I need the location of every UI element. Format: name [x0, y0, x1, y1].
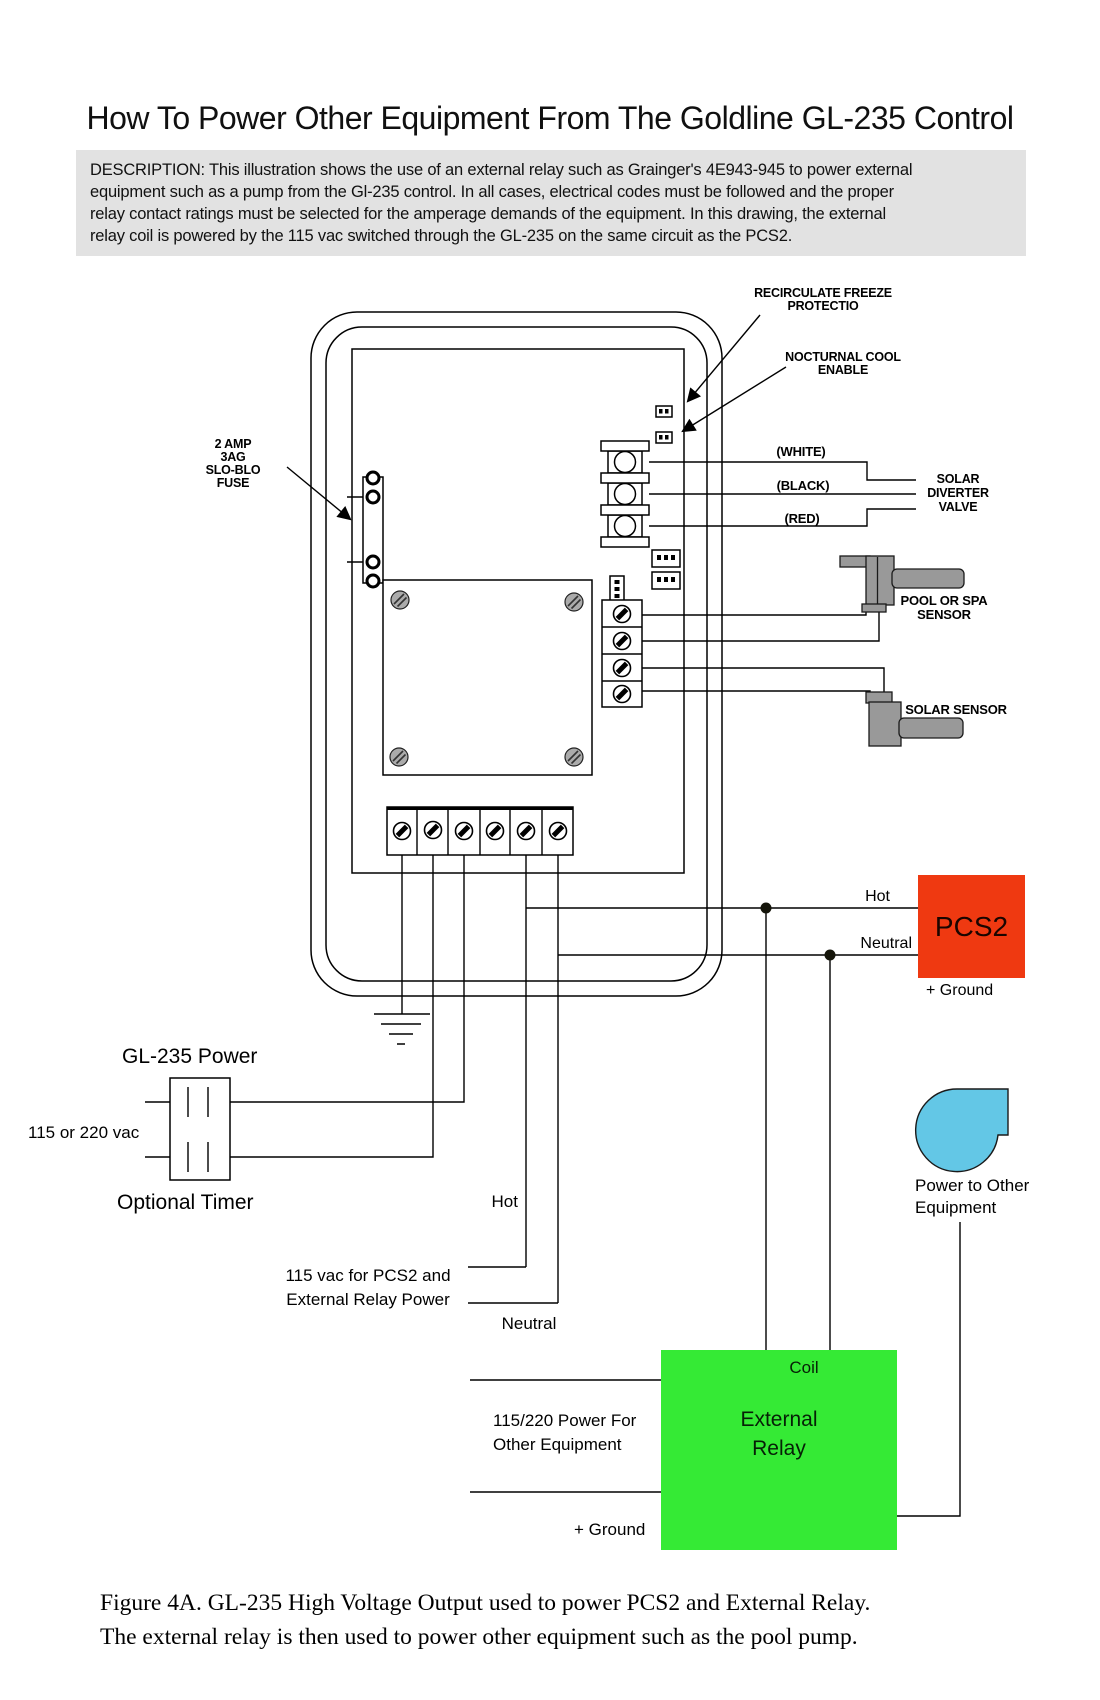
- solar-diverter-valve-label-line: SOLAR: [937, 472, 980, 486]
- power-terminal-block: [386, 806, 574, 856]
- description-line: equipment such as a pump from the Gl-235…: [90, 183, 894, 201]
- wire-white-label: (WHITE): [776, 444, 825, 459]
- vac-pcs2-label-line: 115 vac for PCS2 and: [285, 1266, 450, 1285]
- external-relay-label: External Relay: [661, 1405, 897, 1463]
- junction-dot-hot: [760, 902, 772, 914]
- transformer-block: [382, 579, 593, 776]
- pump-shape: [914, 1088, 1009, 1173]
- valve-terminal-stack: [600, 440, 650, 548]
- description-box: DESCRIPTION: This illustration shows the…: [76, 150, 1026, 256]
- nocturnal-label-line: NOCTURNAL COOL: [785, 350, 901, 364]
- wire-black-label: (BLACK): [777, 478, 830, 493]
- vac-pcs2-label-line: External Relay Power: [286, 1290, 450, 1309]
- wire-paths: [145, 461, 961, 1517]
- power-for-label-line: Other Equipment: [493, 1435, 622, 1454]
- gl235-power-label: GL-235 Power: [122, 1045, 257, 1068]
- solar-diverter-valve-label-line: DIVERTER: [927, 486, 989, 500]
- nocturnal-label-line: ENABLE: [818, 363, 868, 377]
- wire-red-label: (RED): [784, 511, 819, 526]
- caption-line: The external relay is then used to power…: [100, 1624, 858, 1650]
- wires: [145, 461, 961, 1517]
- ground-label-bottom: + Ground: [574, 1520, 645, 1539]
- recirculate-label-line: PROTECTIO: [787, 299, 859, 313]
- pcs2-box: PCS2: [918, 875, 1025, 978]
- description-line: DESCRIPTION: This illustration shows the…: [90, 161, 913, 179]
- caption-line: Figure 4A. GL-235 High Voltage Output us…: [100, 1590, 871, 1616]
- power-other-label-line: Equipment: [915, 1198, 997, 1217]
- nocturnal-jumper: [655, 431, 673, 444]
- pcs2-label: PCS2: [934, 910, 1009, 942]
- recirculate-jumper: [655, 405, 673, 418]
- description-line: relay coil is powered by the 115 vac swi…: [90, 227, 793, 245]
- fuse-label-line: 3AG: [220, 450, 245, 464]
- ground-symbol: [374, 1013, 430, 1045]
- hot-label-bottom: Hot: [492, 1192, 519, 1211]
- solar-diverter-valve-label-line: VALVE: [939, 500, 978, 514]
- sensor-terminal-block: [601, 599, 643, 708]
- description-line: relay contact ratings must be selected f…: [90, 205, 886, 223]
- vac-label: 115 or 220 vac: [28, 1123, 140, 1142]
- fuse-arrow: [286, 466, 352, 521]
- pool-spa-sensor: [839, 555, 965, 613]
- optional-timer-box: [169, 1077, 231, 1181]
- optional-timer-label: Optional Timer: [117, 1191, 254, 1214]
- external-relay-label-line: Relay: [752, 1437, 806, 1460]
- power-other-label-line: Power to Other: [915, 1176, 1030, 1195]
- fuse-label-line: FUSE: [217, 476, 250, 490]
- pool-sensor-label-line: POOL OR SPA: [901, 593, 989, 608]
- ground-label-top: + Ground: [926, 982, 993, 999]
- fuse-label: 2 AMP 3AG SLO-BLO FUSE: [206, 437, 352, 521]
- config-jumpers: [609, 549, 681, 603]
- coil-label: Coil: [789, 1358, 819, 1377]
- junction-dot-neutral: [824, 949, 836, 961]
- nocturnal-arrow: [681, 366, 787, 433]
- fuse-label-line: 2 AMP: [215, 437, 252, 451]
- recirculate-label-line: RECIRCULATE FREEZE: [754, 286, 892, 300]
- neutral-label-top: Neutral: [860, 935, 912, 952]
- power-for-label-line: 115/220 Power For: [493, 1411, 637, 1430]
- figure-caption: Figure 4A. GL-235 High Voltage Output us…: [100, 1586, 1040, 1654]
- hot-label-top: Hot: [865, 888, 890, 905]
- recirculate-arrow: [686, 314, 761, 403]
- page-title: How To Power Other Equipment From The Go…: [86, 100, 1014, 136]
- solar-sensor: [865, 691, 964, 747]
- pool-sensor-label-line: SENSOR: [917, 607, 972, 622]
- external-relay-box: Coil External Relay: [661, 1350, 897, 1550]
- fuse: [362, 470, 384, 589]
- neutral-label-bottom: Neutral: [502, 1314, 557, 1333]
- solar-sensor-label: SOLAR SENSOR: [905, 702, 1007, 717]
- fuse-label-line: SLO-BLO: [206, 463, 261, 477]
- external-relay-label-line: External: [740, 1408, 818, 1431]
